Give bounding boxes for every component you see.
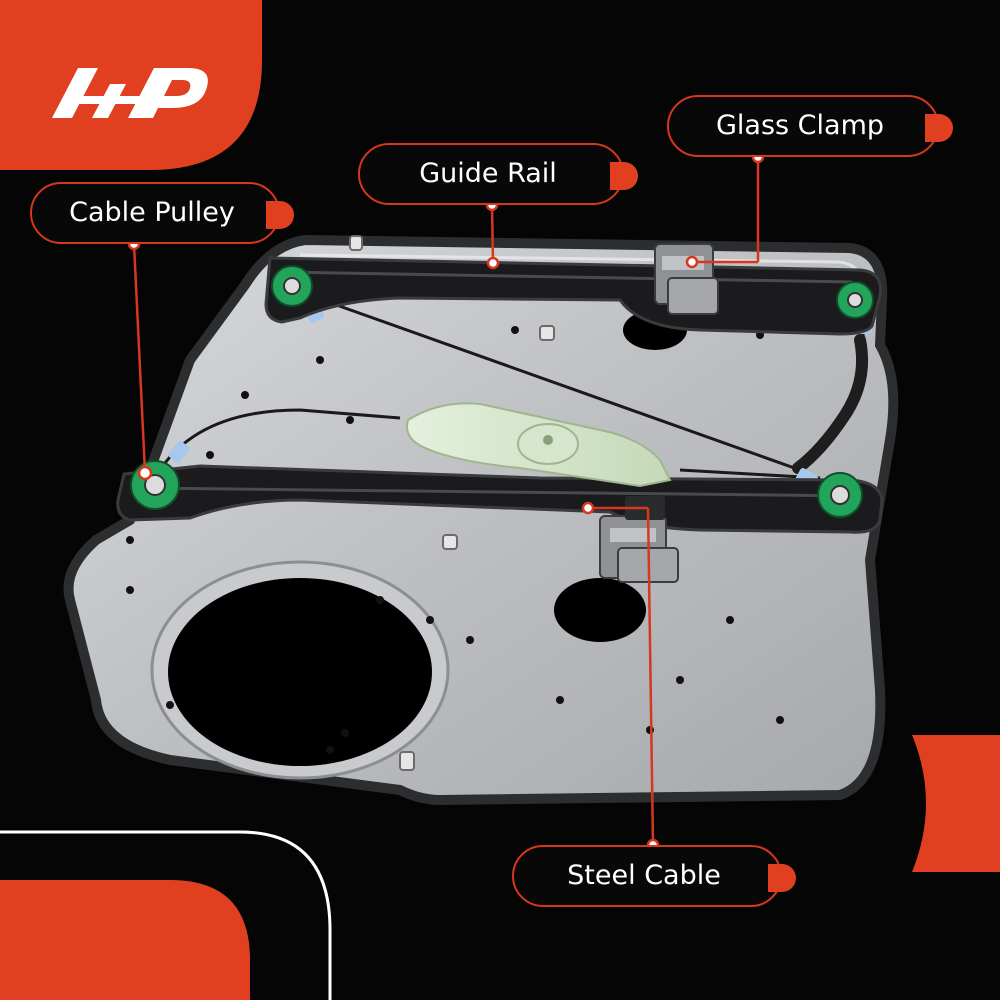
callout-guide-rail: Guide Rail	[358, 143, 638, 205]
cable-sleeve	[792, 334, 869, 474]
pulley-bottom-right	[817, 472, 863, 518]
top-guide-rail	[264, 256, 883, 336]
callout-tab-icon	[925, 114, 953, 142]
callout-steel-cable-label: Steel Cable	[567, 860, 721, 891]
callout-glass-clamp: Glass Clamp	[667, 95, 953, 157]
right-accent-shape	[912, 735, 1000, 872]
glass-clamp-top	[654, 243, 719, 315]
callout-leader-lines	[132, 157, 760, 846]
callout-tab-icon	[768, 864, 796, 892]
bottom-left-outline-shape	[0, 830, 332, 1000]
callout-steel-cable: Steel Cable	[512, 845, 796, 907]
pulley-top-left	[271, 265, 313, 307]
brand-logo-icon	[52, 68, 208, 118]
callout-tab-icon	[610, 162, 638, 190]
bottom-left-accent-shape	[0, 880, 250, 1000]
callout-cable-pulley: Cable Pulley	[30, 182, 294, 244]
top-left-accent-shape	[0, 0, 262, 170]
drive-gear-housing	[406, 402, 672, 488]
callout-glass-clamp-label: Glass Clamp	[715, 110, 885, 141]
pulley-top-right	[836, 281, 874, 319]
callout-tab-icon	[266, 201, 294, 229]
callout-cable-pulley-label: Cable Pulley	[69, 197, 235, 228]
pulley-bottom-left	[130, 460, 180, 510]
door-panel-plate	[63, 234, 899, 806]
callout-guide-rail-label: Guide Rail	[419, 158, 557, 189]
